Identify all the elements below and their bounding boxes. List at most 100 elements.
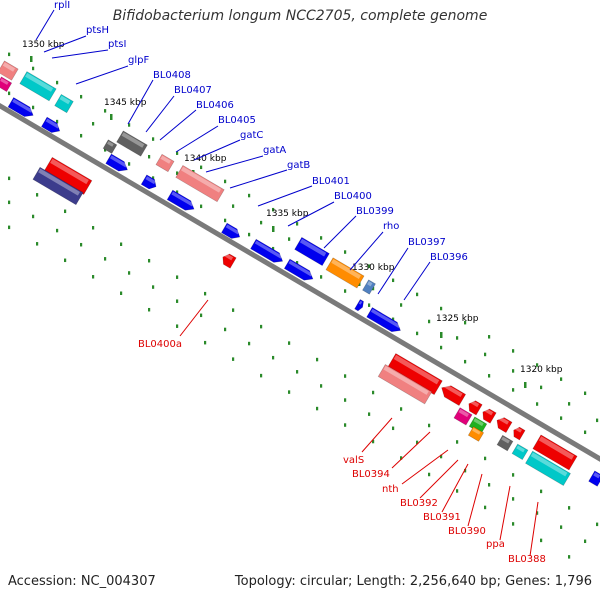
gene-label-BL0388[interactable]: BL0388 <box>508 554 546 565</box>
reverse-feature-cyan-small-shine <box>516 445 525 453</box>
forward-leader-line-12 <box>287 201 335 227</box>
tick-mark <box>104 257 107 261</box>
reverse-leader-line-5 <box>441 463 469 513</box>
tick-mark <box>176 324 179 328</box>
reverse-feature-nth-shape <box>453 407 473 426</box>
gene-label-BL0407[interactable]: BL0407 <box>174 85 212 96</box>
forward-leader-line-15 <box>377 247 409 295</box>
reverse-feature-navy-shine <box>38 168 81 196</box>
reverse-arrow-BL0400a <box>222 253 237 269</box>
reverse-feature-cyan-small-shape <box>511 443 529 461</box>
gene-label-BL0394[interactable]: BL0394 <box>352 469 390 480</box>
forward-arrow-0 <box>7 97 34 117</box>
gene-label-rplI[interactable]: rplI <box>54 0 70 11</box>
tick-mark <box>512 369 515 373</box>
forward-feature-cyan-a-shape <box>19 71 57 102</box>
tick-mark <box>512 388 515 392</box>
tick-mark <box>484 505 487 510</box>
reverse-arrow-b-shape <box>468 400 483 416</box>
gene-label-BL0391[interactable]: BL0391 <box>423 512 461 523</box>
forward-arrow-9-shape <box>354 299 364 312</box>
tick-mark <box>200 204 203 209</box>
gene-label-BL0399[interactable]: BL0399 <box>356 206 394 217</box>
reverse-arrow-e-shape <box>513 426 526 441</box>
gene-label-nth[interactable]: nth <box>382 484 399 495</box>
reverse-feature-red-b <box>532 434 578 471</box>
tick-mark <box>584 391 587 396</box>
forward-feature-pink-c-shape <box>175 164 225 203</box>
forward-feature-rho-shine <box>367 281 373 287</box>
tick-mark <box>344 250 347 254</box>
reverse-feature-orange-shape <box>467 426 485 442</box>
tick-mark <box>80 133 83 138</box>
tick-mark <box>536 511 539 515</box>
forward-feature-blue-outer <box>294 236 330 267</box>
forward-feature-gray-shine <box>121 132 145 148</box>
tick-mark <box>64 258 67 263</box>
gene-label-BL0408[interactable]: BL0408 <box>153 70 191 81</box>
reverse-leader-line-1 <box>361 417 393 453</box>
gene-label-BL0406[interactable]: BL0406 <box>196 100 234 111</box>
gene-label-gatA[interactable]: gatA <box>263 145 286 156</box>
tick-mark <box>464 359 467 364</box>
forward-feature-pink-a <box>0 60 19 81</box>
forward-feature-cyan-b-shine <box>59 95 71 105</box>
tick-mark <box>400 303 403 307</box>
reverse-arrow-d <box>496 416 513 433</box>
forward-feature-blue-outer-shine <box>299 238 327 257</box>
gene-label-BL0400[interactable]: BL0400 <box>334 191 372 202</box>
gene-label-BL0405[interactable]: BL0405 <box>218 115 256 126</box>
tick-mark <box>32 66 35 71</box>
forward-feature-pink-c <box>175 164 225 203</box>
tick-mark <box>484 456 487 461</box>
tick-mark <box>248 232 251 237</box>
gene-label-ppa[interactable]: ppa <box>486 539 505 550</box>
reverse-arrow-c-shape <box>482 408 497 424</box>
reverse-feature-ppa-shine <box>501 436 510 444</box>
gene-label-BL0397[interactable]: BL0397 <box>408 237 446 248</box>
tick-mark <box>128 271 131 275</box>
tick-mark <box>200 165 203 170</box>
gene-label-BL0392[interactable]: BL0392 <box>400 498 438 509</box>
tick-marks <box>8 52 599 559</box>
reverse-feature-orange-shine <box>472 427 481 435</box>
gene-label-valS[interactable]: valS <box>343 455 364 466</box>
gene-label-gatC[interactable]: gatC <box>240 130 263 141</box>
forward-leader-line-13 <box>323 215 357 249</box>
edge-feature-blue-shape <box>588 470 600 487</box>
forward-arrow-1-shine <box>45 118 60 129</box>
forward-leader-line-1 <box>43 35 87 53</box>
forward-leader-line-3 <box>75 65 129 85</box>
tick-mark <box>80 94 83 99</box>
gene-label-BL0401[interactable]: BL0401 <box>312 176 350 187</box>
gene-label-ptsI[interactable]: ptsI <box>108 39 126 50</box>
forward-leader-line-11 <box>257 185 313 207</box>
tick-mark <box>260 373 263 378</box>
gene-label-ptsH[interactable]: ptsH <box>86 25 109 36</box>
forward-arrow-8-shape <box>366 307 401 333</box>
gene-label-rho[interactable]: rho <box>383 221 399 232</box>
tick-mark <box>8 200 11 205</box>
gene-label-BL0396[interactable]: BL0396 <box>430 252 468 263</box>
topology-label: Topology: circular; Length: 2,256,640 bp… <box>234 574 592 589</box>
gene-label-glpF[interactable]: glpF <box>128 55 149 66</box>
tick-mark <box>36 193 39 197</box>
major-tick-mark <box>272 226 275 232</box>
tick-mark <box>440 454 443 459</box>
reverse-arrow-a <box>441 383 467 406</box>
tick-mark <box>440 306 443 311</box>
tick-mark <box>248 341 251 346</box>
tick-mark <box>568 402 571 406</box>
tick-mark <box>596 522 599 527</box>
tick-mark <box>232 357 235 361</box>
reverse-feature-red-a-shape <box>43 156 93 195</box>
gene-label-BL0390[interactable]: BL0390 <box>448 526 486 537</box>
forward-leader-line-16 <box>403 261 431 301</box>
gene-label-BL0400a[interactable]: BL0400a <box>138 339 182 350</box>
forward-arrow-2-shine <box>109 155 128 168</box>
reverse-feature-red-b-shine <box>538 436 575 460</box>
reverse-leader-line-2 <box>391 431 431 469</box>
gene-label-gatB[interactable]: gatB <box>287 160 310 171</box>
forward-leader-line-0 <box>35 9 55 41</box>
tick-mark <box>428 319 431 324</box>
